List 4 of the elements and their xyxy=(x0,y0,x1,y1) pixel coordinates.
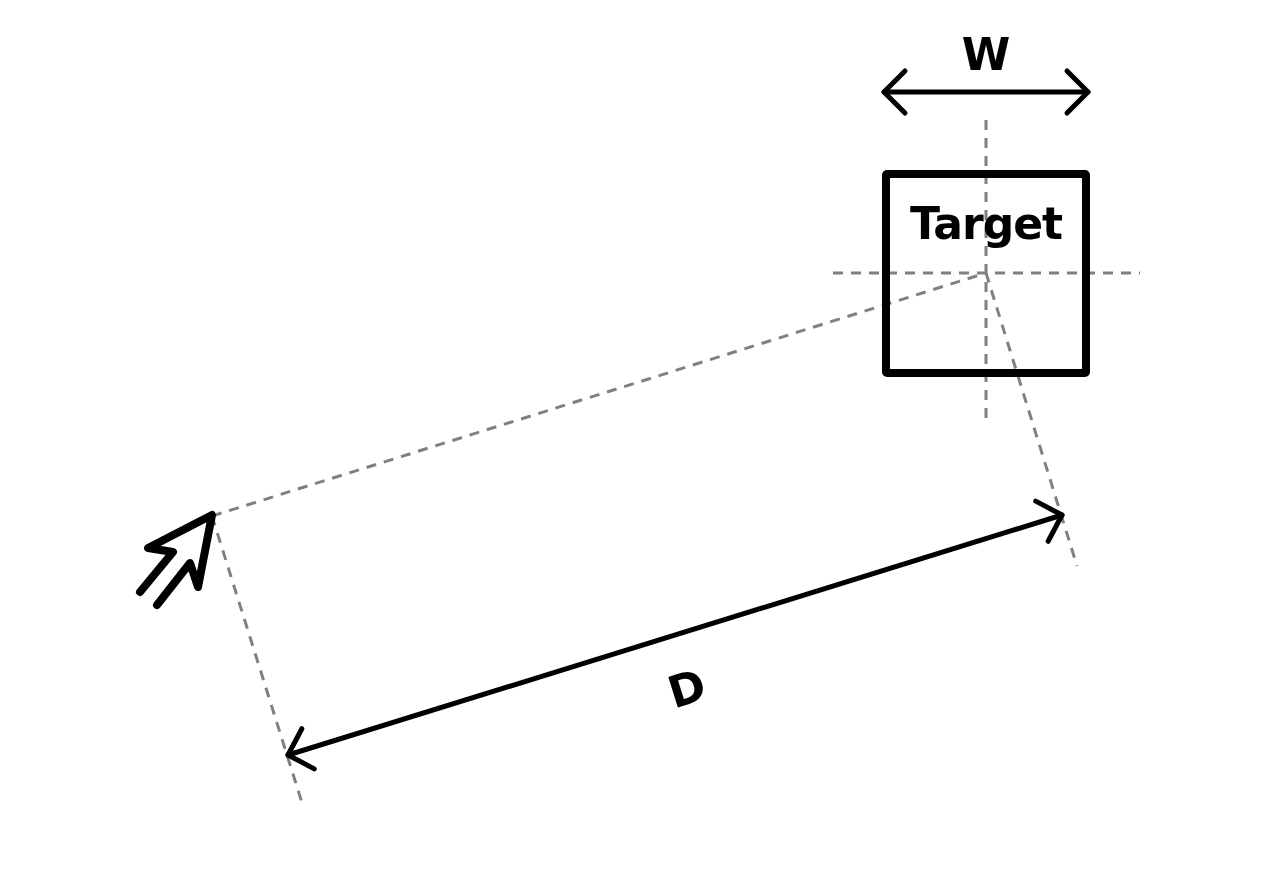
node-label: Target xyxy=(908,202,1064,246)
dimension-label: W xyxy=(961,33,1011,77)
target-box xyxy=(882,170,1090,377)
dimension-label: D xyxy=(663,662,711,716)
